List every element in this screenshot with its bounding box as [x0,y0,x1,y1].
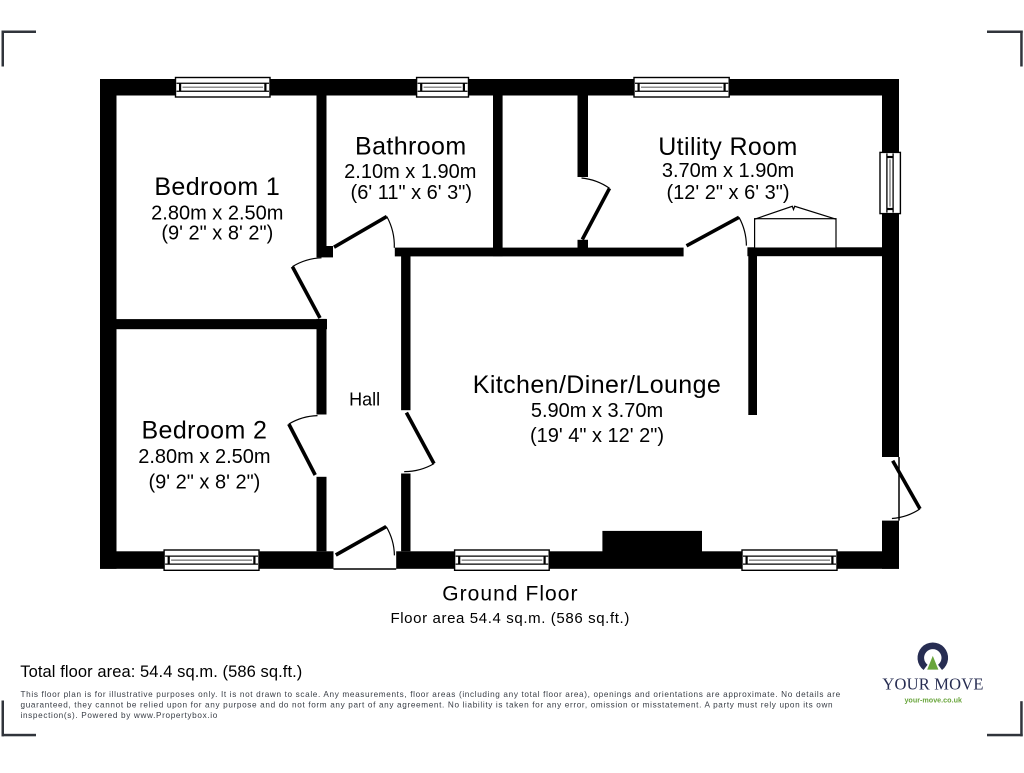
svg-text:Ground Floor: Ground Floor [442,583,578,606]
svg-text:inspection(s). Powered by www.: inspection(s). Powered by www.Propertybo… [21,711,218,720]
svg-text:5.90m x 3.70m: 5.90m x 3.70m [531,400,663,422]
svg-text:(9' 2" x 8' 2"): (9' 2" x 8' 2") [161,223,273,245]
svg-text:(9' 2" x 8' 2"): (9' 2" x 8' 2") [148,472,260,494]
svg-text:(12' 2" x 6' 3"): (12' 2" x 6' 3") [667,182,790,204]
svg-text:Floor area 54.4 sq.m. (586 sq.: Floor area 54.4 sq.m. (586 sq.ft.) [390,610,630,627]
svg-text:Hall: Hall [349,390,380,410]
svg-text:guaranteed, they cannot be rel: guaranteed, they cannot be relied upon f… [21,701,834,710]
svg-text:Bedroom 2: Bedroom 2 [141,416,267,444]
svg-text:2.10m x 1.90m: 2.10m x 1.90m [344,161,476,183]
svg-text:(6' 11" x 6' 3"): (6' 11" x 6' 3") [351,182,473,204]
svg-text:your-move.co.uk: your-move.co.uk [904,695,962,704]
svg-text:(19' 4" x 12' 2"): (19' 4" x 12' 2") [530,425,664,447]
svg-text:Bathroom: Bathroom [355,132,467,160]
svg-text:Utility Room: Utility Room [658,133,798,161]
svg-text:2.80m x 2.50m: 2.80m x 2.50m [151,202,283,224]
svg-text:YOUR MOVE: YOUR MOVE [882,674,983,693]
svg-text:3.70m x 1.90m: 3.70m x 1.90m [662,160,794,182]
svg-text:This floor plan is for illustr: This floor plan is for illustrative purp… [21,690,841,699]
svg-text:Bedroom 1: Bedroom 1 [154,173,280,201]
svg-text:Total floor area: 54.4 sq.m. (: Total floor area: 54.4 sq.m. (586 sq.ft.… [20,663,302,681]
svg-text:Kitchen/Diner/Lounge: Kitchen/Diner/Lounge [473,371,721,399]
svg-text:2.80m x 2.50m: 2.80m x 2.50m [138,446,270,468]
